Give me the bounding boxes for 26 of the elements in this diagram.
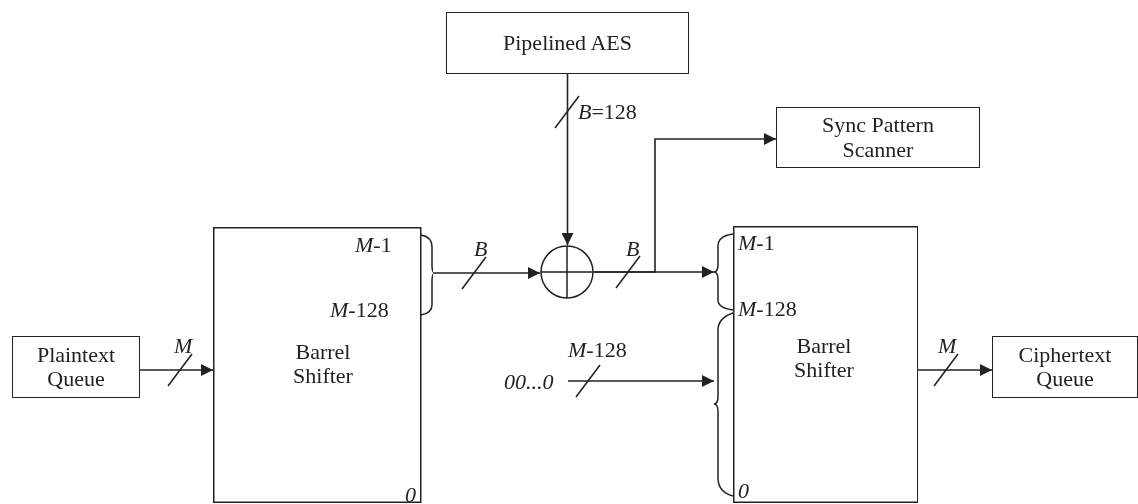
bus-width-label: M xyxy=(938,335,957,357)
bit-index-label: 0 xyxy=(405,483,416,504)
bus-width-label: M xyxy=(174,335,193,357)
box-label: Pipelined AES xyxy=(503,30,632,56)
xor-circle-symbol xyxy=(540,245,594,299)
process-box xyxy=(776,107,980,168)
barrel-shifter-block xyxy=(213,227,433,503)
bit-index-label: M-1 xyxy=(355,233,392,258)
bit-index-label: M-1 xyxy=(738,231,775,256)
bus-width-label: M-128 xyxy=(568,339,627,361)
box-label: Plaintext Queue xyxy=(35,342,117,392)
bit-index-label: M-128 xyxy=(738,297,797,322)
barrel-shifter-block xyxy=(714,226,918,503)
block-label: Barrel Shifter xyxy=(793,334,855,383)
bit-index-label: 0 xyxy=(738,479,749,504)
bus-width-label: B xyxy=(474,238,488,260)
process-box xyxy=(12,336,140,398)
process-box xyxy=(992,336,1138,398)
bus-width-label: B=128 xyxy=(578,101,637,123)
bit-index-label: M-128 xyxy=(330,298,389,323)
process-box xyxy=(446,12,689,74)
box-label: Sync Pattern Scanner xyxy=(821,113,935,162)
bus-width-label: B xyxy=(626,238,640,260)
input-label: 00...0 xyxy=(504,370,554,395)
box-label: Ciphertext Queue xyxy=(1017,342,1113,392)
block-label: Barrel Shifter xyxy=(292,340,354,389)
